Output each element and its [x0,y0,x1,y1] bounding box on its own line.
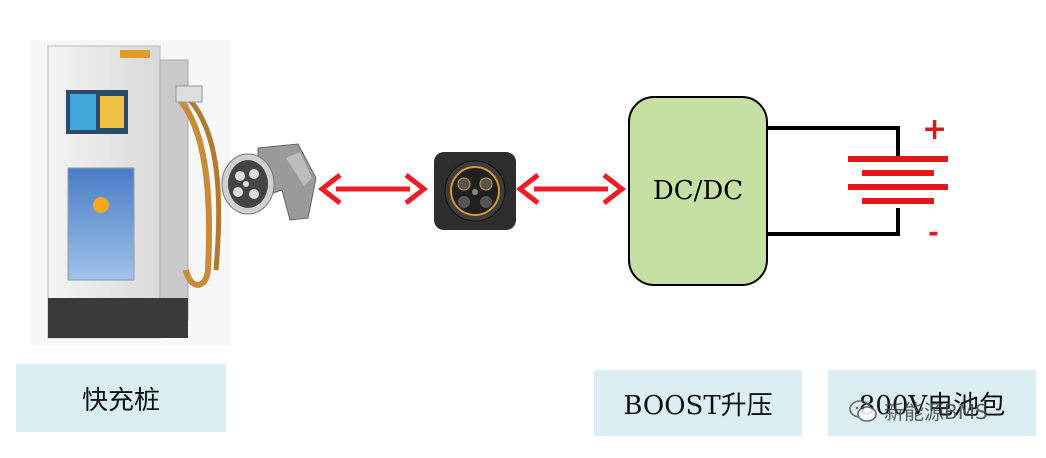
watermark-text: 新能源BMS [884,400,988,424]
double-arrow-icon [318,173,428,205]
dcdc-block: DC/DC [628,96,768,286]
charger-label: 快充桩 [16,364,226,432]
dcdc-label: DC/DC [652,176,744,206]
boost-label: BOOST升压 [594,370,802,436]
charging-socket-image [434,152,516,230]
wechat-icon [849,399,877,422]
battery-label-text: 800V电池包 [858,390,1006,421]
charger-label-text: 快充桩 [81,385,160,416]
charging-pile-image [30,40,230,345]
watermark: 新能源BMS [848,396,988,425]
battery-label: 800V电池包 [828,370,1036,436]
boost-label-text: BOOST升压 [623,390,773,421]
charging-gun-image [221,143,317,221]
double-arrow-icon [516,173,626,205]
battery-minus-sign: - [928,218,939,248]
battery-symbol-icon [848,156,948,204]
battery-plus-sign: + [922,112,948,147]
battery-wires [766,126,900,236]
